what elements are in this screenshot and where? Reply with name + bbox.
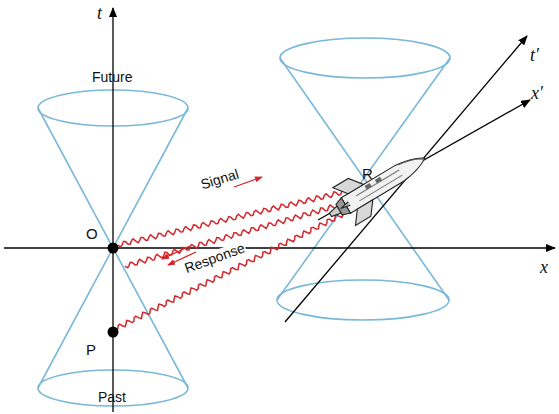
axis-label: x′ [531,84,543,102]
event-dot [108,327,119,338]
axis-label: t [97,4,102,22]
event-label: P [86,342,96,357]
light-cone-rocket [277,38,450,320]
region-label: Past [98,390,126,404]
axis-label: t′ [530,46,539,64]
region-label: Future [92,70,132,84]
light-wave [118,188,351,247]
signal-label: Signal [198,166,241,191]
event-label: O [86,226,98,241]
event-label: R [362,166,373,181]
light-wave [125,200,350,268]
rocket [319,139,436,233]
axes [4,8,555,412]
light-signals [118,188,355,330]
event-dot [108,243,119,254]
light-wave [118,207,355,330]
axis-label: x [540,258,548,276]
